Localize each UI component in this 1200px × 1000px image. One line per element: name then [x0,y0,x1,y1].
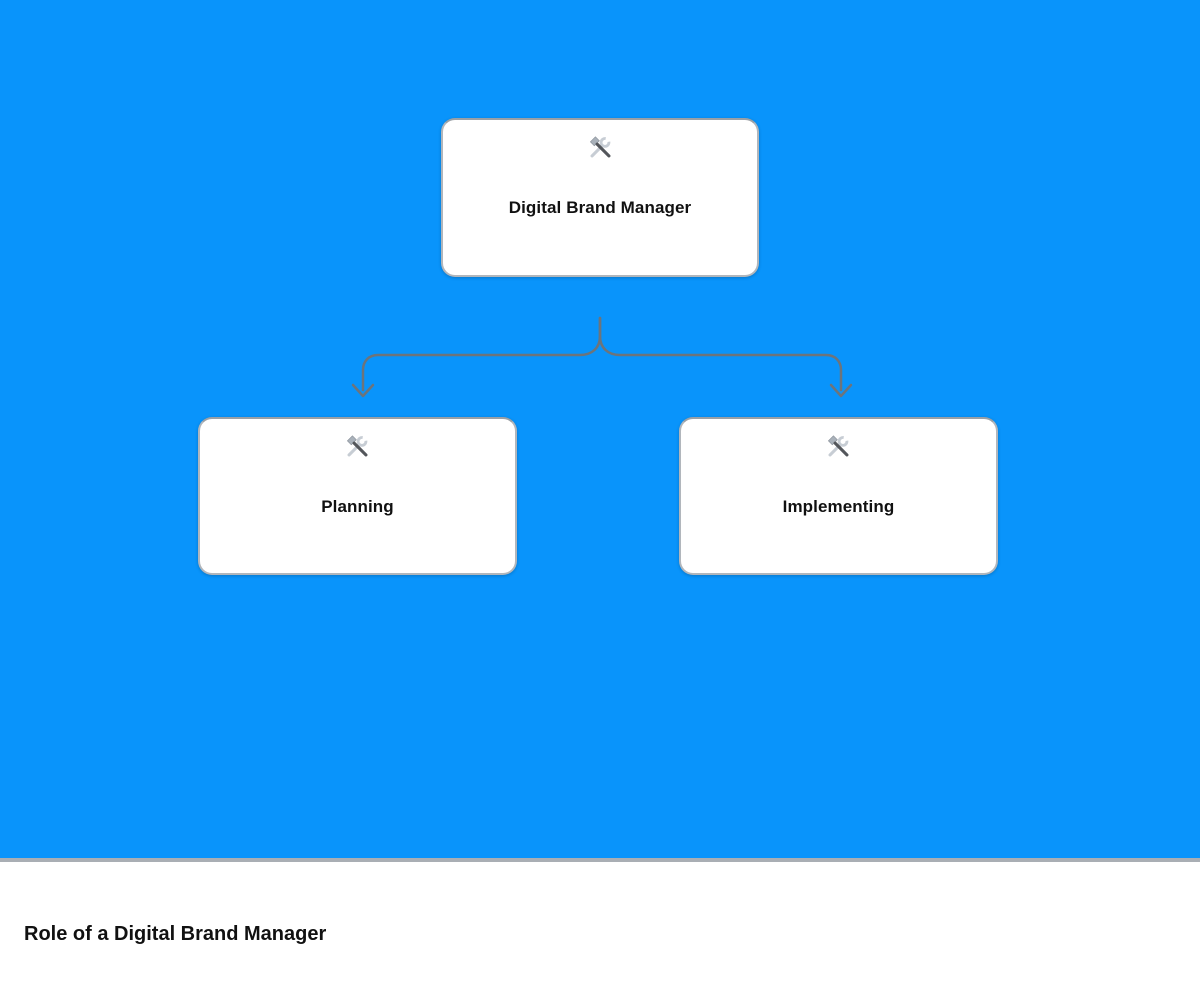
caption-panel: Role of a Digital Brand Manager [0,862,1200,1000]
arrowhead-left [351,383,375,398]
node-label: Implementing [782,497,895,516]
node-label: Planning [321,497,394,516]
connector-left-branch [361,316,602,392]
hammer-wrench-icon [589,136,610,158]
hammer-wrench-icon [827,435,849,457]
page-title: Role of a Digital Brand Manager [24,923,327,945]
connector-right-branch [598,316,843,392]
node-implementing[interactable]: Implementing [679,417,998,575]
hammer-wrench-icon [346,435,368,457]
section-divider [0,858,1200,862]
node-digital-brand-manager[interactable]: Digital Brand Manager [441,118,759,277]
diagram-canvas: Digital Brand Manager Planning Implement… [0,0,1200,858]
node-planning[interactable]: Planning [198,417,517,575]
arrowhead-right [829,383,853,398]
node-label: Digital Brand Manager [508,198,692,217]
